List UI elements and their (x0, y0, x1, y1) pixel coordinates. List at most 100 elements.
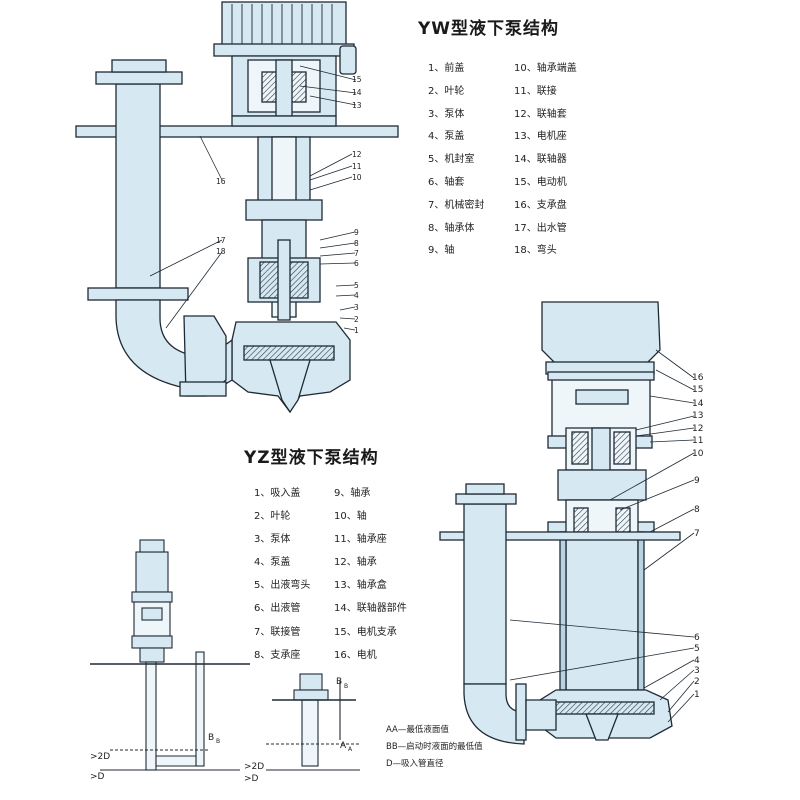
yw-parts-list-right: 10、轴承端盖 11、联接 12、联轴套 13、电机座 14、联轴器 15、电动… (514, 58, 577, 263)
yw-callout: 8 (354, 239, 359, 248)
yw-callout: 10 (352, 173, 362, 182)
label-aa: A (340, 741, 347, 751)
yz-title: YZ型液下泵结构 (244, 448, 379, 468)
yw-callout: 7 (354, 249, 359, 258)
yz-callout-numbers: 16 15 14 13 12 11 10 9 8 7 6 5 4 3 2 1 (692, 373, 704, 700)
yw-callout: 17 (216, 236, 226, 245)
yz-parts-list-left: 1、吸入盖 2、叶轮 3、泵体 4、泵盖 5、出液弯头 6、出液管 7、联接管 … (254, 482, 310, 667)
note-d: D—吸入管直径 (386, 759, 444, 769)
label-aa-sub: A (348, 746, 353, 753)
note-aa: AA—最低液面值 (386, 725, 449, 735)
yz-callout: 14 (692, 399, 704, 409)
label-2d-2: >2D (244, 762, 264, 772)
yz-callout-leaders (509, 349, 695, 723)
yz-callout: 2 (694, 677, 700, 687)
yw-callout: 1 (354, 326, 359, 335)
yw-callout: 15 (352, 75, 362, 84)
yw-part-item: 4、泵盖 (428, 131, 465, 143)
yw-part-item: 6、轴套 (428, 176, 465, 188)
yz-callout: 4 (694, 656, 700, 666)
yw-callout: 9 (354, 228, 359, 237)
yw-callout: 13 (352, 101, 362, 110)
yw-part-item: 17、出水管 (514, 222, 567, 234)
yw-part-item: 9、轴 (428, 245, 455, 257)
yw-part-item: 14、联轴器 (514, 154, 567, 166)
yz-part-item: 13、轴承盒 (334, 580, 387, 592)
yw-callout: 16 (216, 177, 226, 186)
yw-callout: 14 (352, 88, 362, 97)
yz-callout: 3 (694, 666, 700, 676)
label-bb-2-sub: B (344, 683, 348, 690)
yz-support-plate (439, 531, 681, 541)
label-d: >D (90, 772, 105, 782)
yw-part-item: 11、联接 (514, 85, 557, 97)
install-notes: AA—最低液面值 BB—启动时液面的最低值 D—吸入管直径 (386, 722, 483, 773)
yz-callout: 1 (694, 690, 700, 700)
yz-callout: 15 (692, 385, 703, 395)
yw-part-item: 10、轴承端盖 (514, 63, 577, 74)
install-diagram-1 (90, 539, 250, 771)
yz-callout: 16 (692, 373, 704, 383)
label-d-2: >D (244, 774, 259, 784)
yw-motor (221, 1, 347, 47)
yw-part-item: 1、前盖 (428, 63, 465, 74)
yw-callout: 12 (352, 150, 362, 159)
yw-part-item: 15、电动机 (514, 176, 567, 188)
yw-callout: 6 (354, 259, 359, 268)
yw-callout-leaders (149, 65, 357, 331)
yz-parts-list-right: 9、轴承 10、轴 11、轴承座 12、轴承 13、轴承盒 14、联轴器部件 1… (334, 482, 407, 667)
yz-discharge-pipe (463, 503, 507, 685)
yz-part-item: 16、电机 (334, 649, 377, 661)
yz-part-item: 3、泵体 (254, 534, 291, 546)
note-bb: BB—启动时液面的最低值 (386, 742, 483, 752)
label-bb-sub: B (216, 738, 220, 745)
yz-callout: 7 (694, 529, 700, 539)
yw-part-item: 18、弯头 (514, 245, 557, 257)
yw-title: YW型液下泵结构 (418, 19, 560, 39)
yw-part-item: 2、叶轮 (428, 85, 465, 97)
yz-part-item: 14、联轴器部件 (334, 603, 407, 615)
yw-callout: 18 (216, 247, 226, 256)
yw-callout: 4 (354, 291, 359, 300)
yw-part-item: 5、机封室 (428, 154, 475, 166)
yz-pump-drawing (439, 301, 681, 745)
yw-part-item: 7、机械密封 (428, 199, 485, 211)
yz-callout: 6 (694, 633, 700, 643)
yz-part-item: 4、泵盖 (254, 557, 291, 569)
yw-part-item: 8、轴承体 (428, 222, 475, 234)
yz-part-item: 7、联接管 (254, 626, 301, 638)
yz-part-item: 2、叶轮 (254, 511, 291, 523)
yz-part-item: 11、轴承座 (334, 534, 387, 546)
yz-part-item: 8、支承座 (254, 649, 301, 661)
label-bb: B (208, 733, 214, 743)
label-bb-2: B (336, 677, 342, 687)
yz-part-item: 12、轴承 (334, 557, 377, 569)
yw-parts-list-left: 1、前盖 2、叶轮 3、泵体 4、泵盖 5、机封室 6、轴套 7、机械密封 8、… (428, 58, 484, 263)
yz-motor (541, 301, 661, 365)
yz-callout: 9 (694, 476, 700, 486)
yw-callout: 2 (354, 315, 359, 324)
label-2d: >2D (90, 752, 110, 762)
yw-part-item: 12、联轴套 (514, 108, 567, 120)
install-labels-1: B B >2D >D (90, 733, 220, 782)
yz-callout: 11 (692, 436, 703, 446)
yw-callout: 11 (352, 162, 362, 171)
yz-part-item: 15、电机支承 (334, 626, 397, 638)
yz-part-item: 1、吸入盖 (254, 488, 301, 499)
yw-part-item: 13、电机座 (514, 131, 567, 143)
yz-part-item: 6、出液管 (254, 603, 301, 615)
yw-discharge-pipe (115, 83, 161, 289)
yz-callout: 8 (694, 505, 700, 515)
install-diagram-2 (266, 673, 360, 771)
yz-part-item: 9、轴承 (334, 488, 371, 499)
yz-part-item: 10、轴 (334, 511, 367, 523)
yw-callout: 5 (354, 281, 359, 290)
yw-part-item: 16、支承盘 (514, 199, 567, 211)
install-labels-2: B B A A >2D >D (244, 677, 353, 784)
yz-callout: 10 (692, 449, 704, 459)
yz-part-item: 5、出液弯头 (254, 580, 311, 592)
yw-part-item: 3、泵体 (428, 108, 465, 120)
yz-callout: 13 (692, 411, 703, 421)
yw-pump-drawing (75, 1, 399, 414)
